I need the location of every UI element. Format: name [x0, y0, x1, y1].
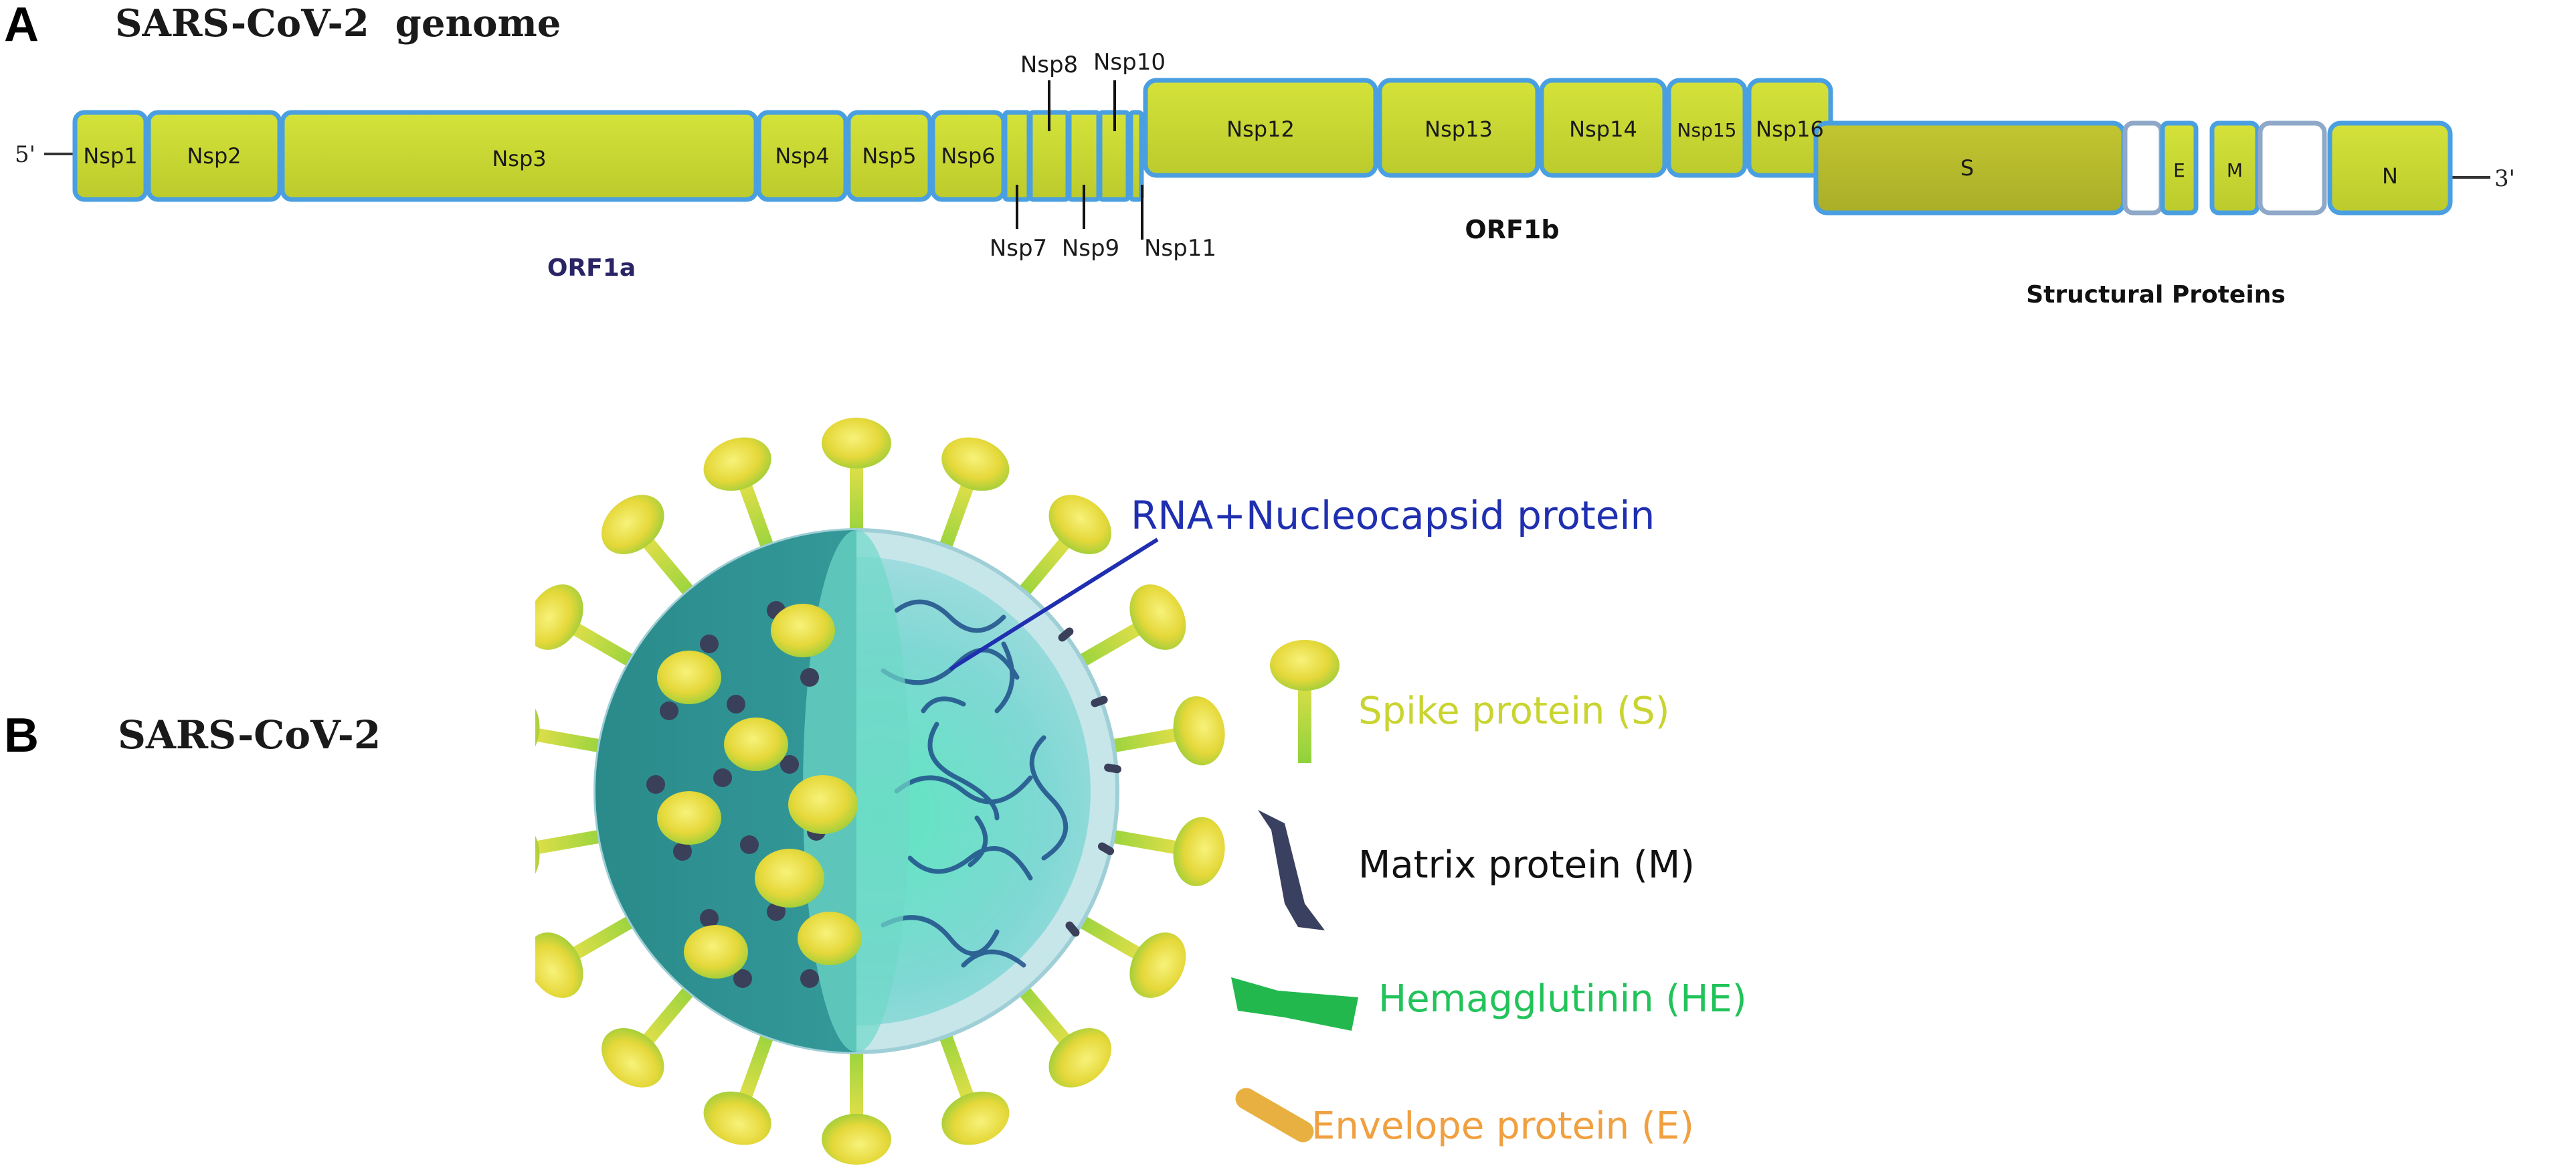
label-nsp3: Nsp3: [492, 146, 546, 171]
segment-e: [2160, 120, 2199, 216]
segment-nsp2: [146, 110, 282, 202]
label-five-prime: 5': [15, 141, 35, 168]
segment-nsp15: [1666, 78, 1748, 178]
legend-hemagglutinin-label: Hemagglutinin (HE): [1378, 977, 1747, 1021]
label-nsp15: Nsp15: [1677, 119, 1737, 141]
label-three-prime: 3': [2494, 165, 2515, 192]
panel-b-title: SARS-CoV-2: [118, 712, 381, 758]
label-nsp1: Nsp1: [83, 143, 137, 169]
label-nsp7: Nsp7: [990, 235, 1047, 262]
segment-gap-1: [2122, 120, 2164, 216]
segment-gap-2: [2258, 120, 2327, 216]
segment-nsp1: [72, 110, 149, 202]
legend-spike-label: Spike protein (S): [1358, 689, 1670, 733]
legend-hemagglutinin-icon: [1231, 977, 1358, 1031]
matrix-dots: [646, 601, 826, 988]
label-nsp6: Nsp6: [941, 143, 995, 169]
segment-nsp5: [846, 110, 933, 202]
segment-nsp14: [1539, 78, 1667, 178]
label-nsp2: Nsp2: [187, 143, 241, 169]
legend-envelope-icon: [1235, 1088, 1314, 1143]
label-nsp5: Nsp5: [862, 143, 916, 169]
label-n: N: [2382, 163, 2398, 189]
segments-group: [72, 78, 2453, 216]
virion-shell-left: [595, 530, 856, 1052]
label-nsp9: Nsp9: [1062, 235, 1119, 262]
segment-nsp11: [1128, 110, 1144, 202]
legend-spike-icon: [1270, 640, 1340, 763]
label-s: S: [1960, 155, 1974, 181]
panel-a-title: SARS-CoV-2 genome: [115, 1, 561, 46]
label-structural-proteins: Structural Proteins: [2026, 281, 2286, 309]
label-orf1b: ORF1b: [1465, 215, 1559, 244]
label-nsp12: Nsp12: [1226, 116, 1295, 142]
surface-spikes: [657, 604, 862, 979]
label-e: E: [2173, 159, 2185, 181]
segment-nsp12: [1143, 78, 1378, 178]
label-nsp14: Nsp14: [1569, 116, 1637, 142]
rna-pointer: [949, 537, 1159, 671]
genome-map: Nsp1 Nsp2 Nsp3 Nsp4 Nsp5 Nsp6 Nsp12 Nsp1…: [15, 49, 2515, 309]
segment-nsp3: [280, 110, 759, 202]
segment-m: [2209, 120, 2260, 216]
panel-b-letter: B: [4, 709, 39, 762]
label-nsp8: Nsp8: [1020, 52, 1078, 78]
segment-nsp13: [1377, 78, 1540, 178]
rna-strands: [881, 599, 1069, 968]
label-nsp11: Nsp11: [1144, 235, 1216, 262]
legend-envelope-label: Envelope protein (E): [1311, 1104, 1695, 1148]
legend-matrix-icon: [1258, 810, 1325, 930]
segment-n: [2327, 120, 2453, 216]
label-orf1a: ORF1a: [547, 254, 636, 282]
spikes-group: [535, 418, 1225, 1165]
label-nsp13: Nsp13: [1424, 116, 1493, 142]
rim-matrix-proteins: [1058, 627, 1121, 937]
label-nsp10: Nsp10: [1093, 49, 1166, 76]
legend-matrix-label: Matrix protein (M): [1358, 843, 1695, 887]
label-m: M: [2227, 159, 2243, 181]
virion-illustration: [535, 418, 1225, 1165]
segment-nsp4: [756, 110, 848, 202]
label-nsp16: Nsp16: [1756, 116, 1824, 142]
label-nsp4: Nsp4: [775, 143, 829, 169]
panel-a-letter: A: [4, 0, 39, 52]
rna-nucleocapsid-label: RNA+Nucleocapsid protein: [1131, 493, 1655, 538]
